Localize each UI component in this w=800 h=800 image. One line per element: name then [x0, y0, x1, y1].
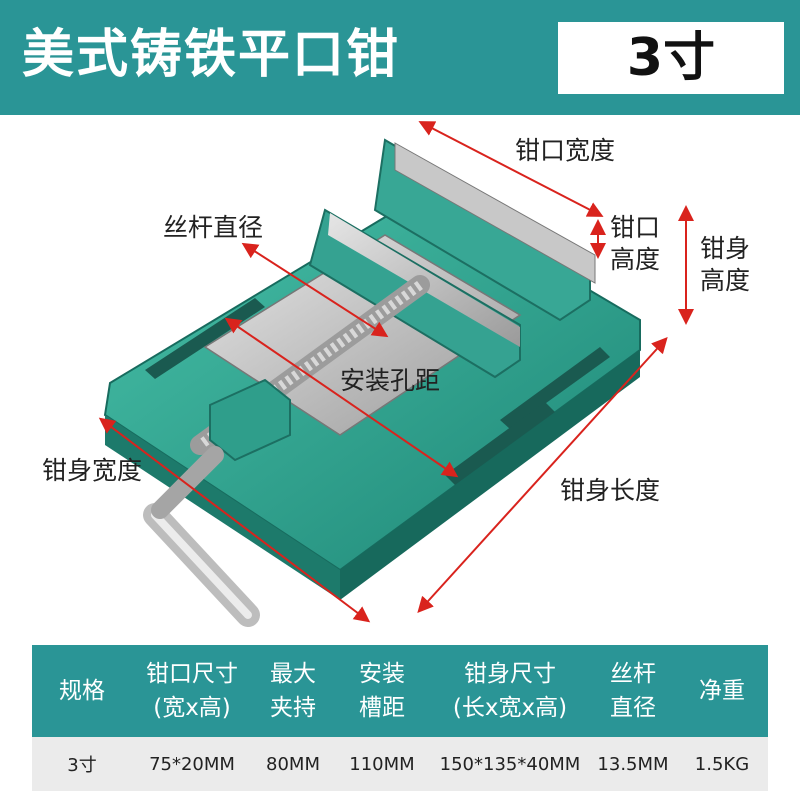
cell-weight: 1.5KG — [694, 753, 750, 775]
label-jaw-width: 钳口宽度 — [515, 136, 616, 165]
label-jaw-height: 钳口 高度 — [610, 212, 660, 276]
header-cell-body-size: 钳身尺寸(长x宽x高) — [452, 661, 568, 721]
header-cell-screw-diameter: 丝杆直径 — [610, 661, 656, 721]
header-cell-mount-spacing: 安装槽距 — [359, 661, 405, 721]
label-mount-spacing: 安装孔距 — [340, 366, 441, 395]
body-length-arrow — [417, 337, 668, 613]
label-jaw-height-line2: 高度 — [610, 245, 661, 274]
mount-spacing-arrow — [224, 317, 459, 478]
product-illustration: 钳口宽度 钳口 高度 钳身 高度 丝杆直径 安装孔距 钳身宽度 钳身长度 — [0, 115, 800, 645]
label-body-height: 钳身 高度 — [700, 233, 750, 297]
vise-drawing — [98, 121, 694, 627]
label-body-height-line1: 钳身 — [700, 234, 751, 263]
label-body-height-line2: 高度 — [700, 266, 751, 295]
cell-jaw-size: 75*20MM — [149, 753, 235, 775]
jaw-width-arrow — [418, 121, 604, 217]
label-body-length: 钳身长度 — [560, 476, 661, 505]
table-row: 3寸 75*20MM 80MM 110MM 150*135*40MM 13.5M… — [32, 737, 768, 791]
label-screw-diameter: 丝杆直径 — [163, 213, 264, 242]
header-cell-spec: 规格 — [59, 678, 105, 704]
body-width-arrow — [98, 417, 371, 623]
cell-mount-spacing: 110MM — [349, 753, 415, 775]
header-cell-jaw-size: 钳口尺寸(宽x高) — [146, 661, 238, 721]
header-cell-weight: 净重 — [699, 678, 745, 704]
spec-table: 规格 钳口尺寸(宽x高) 最大夹持 安装槽距 钳身尺寸(长x宽x高) 丝杆直径 … — [32, 645, 768, 791]
header-banner: 美式铸铁平口钳 3寸 — [0, 0, 800, 115]
spec-table-header: 规格 钳口尺寸(宽x高) 最大夹持 安装槽距 钳身尺寸(长x宽x高) 丝杆直径 … — [32, 645, 768, 737]
size-badge: 3寸 — [558, 22, 784, 94]
cell-screw-diameter: 13.5MM — [597, 753, 669, 775]
header-cell-max-clamp: 最大夹持 — [270, 661, 316, 721]
cell-body-size: 150*135*40MM — [439, 753, 581, 775]
label-body-width: 钳身宽度 — [42, 456, 143, 485]
cell-spec: 3寸 — [67, 755, 97, 776]
product-title: 美式铸铁平口钳 — [22, 25, 401, 85]
cell-max-clamp: 80MM — [266, 753, 320, 775]
label-jaw-height-line1: 钳口 — [610, 213, 661, 242]
